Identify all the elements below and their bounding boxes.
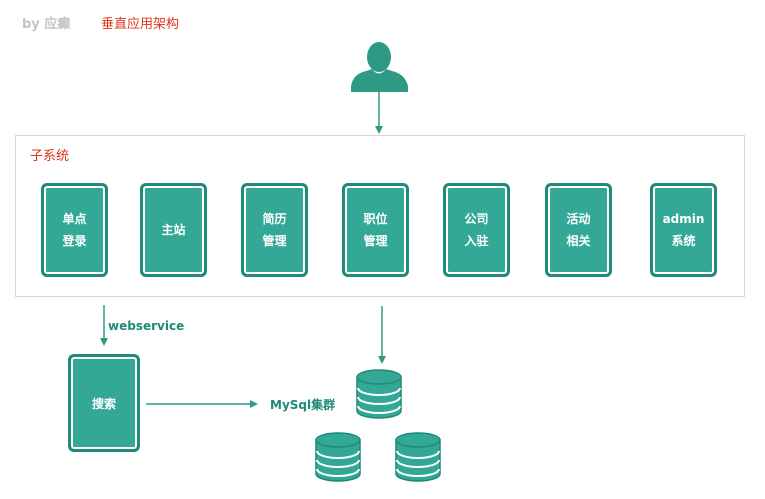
arrow-webservice xyxy=(100,305,108,346)
arrow-search-to-database xyxy=(146,400,258,408)
module-sso: 单点登录 xyxy=(41,183,108,277)
search-label: 搜索 xyxy=(91,396,116,411)
database-icon xyxy=(315,369,441,482)
arrow-subsystem-to-database xyxy=(378,306,386,364)
webservice-label: webservice xyxy=(108,319,185,333)
author-byline: by 应癫 xyxy=(22,17,71,32)
user-icon xyxy=(351,42,408,92)
module-resume: 简历管理 xyxy=(241,183,308,277)
module-main-site: 主站 xyxy=(140,183,207,277)
search-module: 搜索 xyxy=(68,354,140,452)
module-position: 职位管理 xyxy=(342,183,409,277)
subsystem-label: 子系统 xyxy=(30,149,70,164)
module-activity: 活动相关 xyxy=(545,183,612,277)
diagram-title: 垂直应用架构 xyxy=(101,17,180,32)
arrow-user-to-subsystem xyxy=(375,92,383,134)
database-label: MySql集群 xyxy=(270,398,336,412)
subsystem-container xyxy=(15,135,745,297)
module-company: 公司入驻 xyxy=(443,183,510,277)
